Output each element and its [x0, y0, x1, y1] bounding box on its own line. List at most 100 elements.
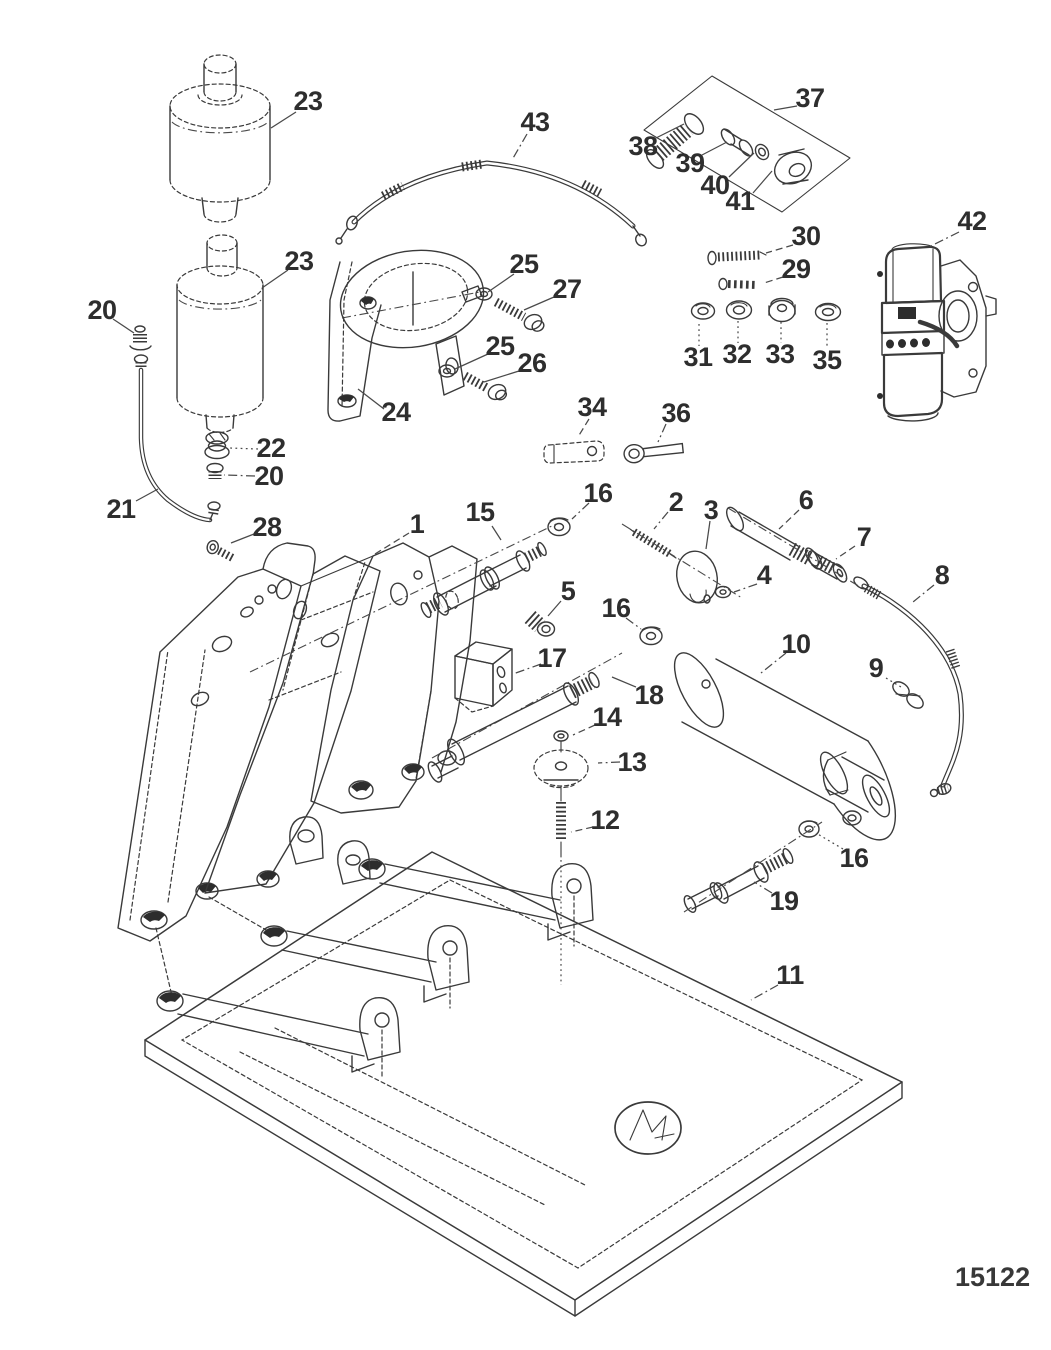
callout-label-27-5: 27	[552, 274, 581, 304]
callout-label-8-21: 8	[935, 560, 950, 590]
callout-label-7-19: 7	[857, 522, 872, 552]
callout-label-28-12: 28	[252, 512, 282, 542]
callout-label-19-32: 19	[769, 886, 799, 916]
part-6-coupler	[725, 506, 820, 567]
callout-label-14-28: 14	[592, 702, 622, 732]
callout-label-13-29: 13	[617, 747, 647, 777]
callout-label-16-15: 16	[583, 478, 613, 508]
leader-line-18-25	[611, 676, 637, 688]
callout-label-18-25: 18	[634, 680, 664, 710]
part-19-pin	[683, 821, 823, 913]
part-16-nut-a	[547, 517, 571, 537]
leader-line-19-32	[753, 881, 773, 894]
leader-line-29-41	[763, 276, 784, 284]
callout-label-33-44: 33	[765, 339, 795, 369]
leader-line-20-10	[223, 474, 256, 477]
callout-label-20-3: 20	[87, 295, 116, 325]
callout-label-29-41: 29	[781, 254, 811, 284]
leader-line-22-9	[229, 447, 259, 450]
part-13-disc	[533, 749, 589, 789]
leader-line-43-1	[511, 133, 528, 161]
part-23-canister-lower	[176, 234, 264, 433]
part-20-fitting-lower	[206, 462, 224, 479]
drawing-number: 15122	[955, 1262, 1030, 1292]
part-23-canister-top	[169, 54, 271, 223]
leader-line-28-12	[230, 533, 255, 544]
leader-line-20-3	[112, 318, 135, 334]
callout-label-25-4: 25	[509, 249, 539, 279]
leader-line-10-26	[760, 652, 787, 674]
leader-line-36-47	[657, 423, 667, 443]
callout-label-32-43: 32	[722, 339, 751, 369]
callout-label-24-8: 24	[381, 397, 411, 427]
callout-label-40-37: 40	[700, 170, 729, 200]
leader-line-8-21	[912, 584, 935, 603]
callout-label-38-35: 38	[628, 131, 658, 161]
part-5-plug	[524, 611, 556, 637]
leader-line-39-36	[701, 141, 728, 156]
part-20-fitting-upper	[129, 325, 152, 369]
leader-line-26-7	[483, 370, 520, 383]
leader-line-24-8	[357, 388, 385, 410]
callout-label-16-23: 16	[601, 593, 631, 623]
part-10-cylinder	[673, 652, 897, 841]
leader-line-12-30	[570, 826, 594, 833]
callout-label-21-11: 21	[106, 494, 136, 524]
callout-label-20-10: 20	[254, 461, 283, 491]
callout-label-2-16: 2	[669, 487, 684, 517]
callout-label-22-9: 22	[256, 433, 285, 463]
callout-label-17-24: 17	[537, 643, 566, 673]
leader-line-23-0	[270, 111, 297, 129]
callout-label-12-30: 12	[590, 805, 619, 835]
part-21-hose	[138, 367, 221, 523]
part-8-hose	[853, 576, 964, 798]
callout-label-9-27: 9	[869, 653, 884, 683]
part-11-base-assembly	[144, 816, 903, 1317]
leader-line-16-31	[815, 832, 844, 850]
part-36-clevis-pin	[623, 442, 684, 464]
leader-line-23-2	[261, 269, 289, 289]
callout-label-16-31: 16	[839, 843, 869, 873]
callout-label-30-40: 30	[791, 221, 820, 251]
part-18-pivot-rod	[427, 671, 600, 783]
callout-label-23-0: 23	[293, 86, 323, 116]
part-16-nut-c	[798, 820, 820, 838]
leader-line-16-23	[625, 617, 642, 630]
callout-label-4-20: 4	[757, 560, 772, 590]
part-34-link-plate	[543, 440, 605, 464]
callout-label-36-47: 36	[661, 398, 691, 428]
leader-line-25-4	[487, 273, 515, 293]
leader-line-2-16	[653, 511, 669, 530]
part-28-screw	[206, 539, 236, 563]
leader-line-41-38	[752, 170, 773, 194]
leader-line-25-6	[454, 353, 489, 370]
part-4-nut	[714, 585, 732, 599]
leader-line-40-37	[728, 152, 755, 178]
callout-label-43-1: 43	[520, 107, 550, 137]
callout-label-6-18: 6	[799, 485, 814, 515]
leader-line-16-15	[571, 502, 590, 520]
part-3-disc	[676, 550, 718, 604]
part-1-transom-bracket	[117, 523, 623, 997]
leader-line-17-24	[512, 663, 542, 675]
part-24-clamp-bracket	[327, 249, 485, 422]
leader-line-42-39	[928, 231, 960, 248]
part-9-clip	[892, 681, 924, 709]
callout-label-25-6: 25	[485, 331, 515, 361]
leader-line-37-34	[773, 105, 798, 111]
part-42-pump-motor	[877, 243, 997, 422]
callout-label-35-45: 35	[812, 345, 842, 375]
leader-line-15-14	[491, 525, 502, 541]
callout-label-31-42: 31	[683, 342, 713, 372]
part-16-nut-b	[639, 626, 663, 646]
leader-line-3-17	[705, 520, 711, 550]
leader-line-34-46	[577, 418, 590, 438]
part-43-hose	[335, 159, 647, 247]
callout-label-39-36: 39	[675, 148, 705, 178]
callout-label-3-17: 3	[704, 495, 719, 525]
callout-label-5-22: 5	[561, 576, 576, 606]
leader-line-14-28	[572, 724, 596, 736]
